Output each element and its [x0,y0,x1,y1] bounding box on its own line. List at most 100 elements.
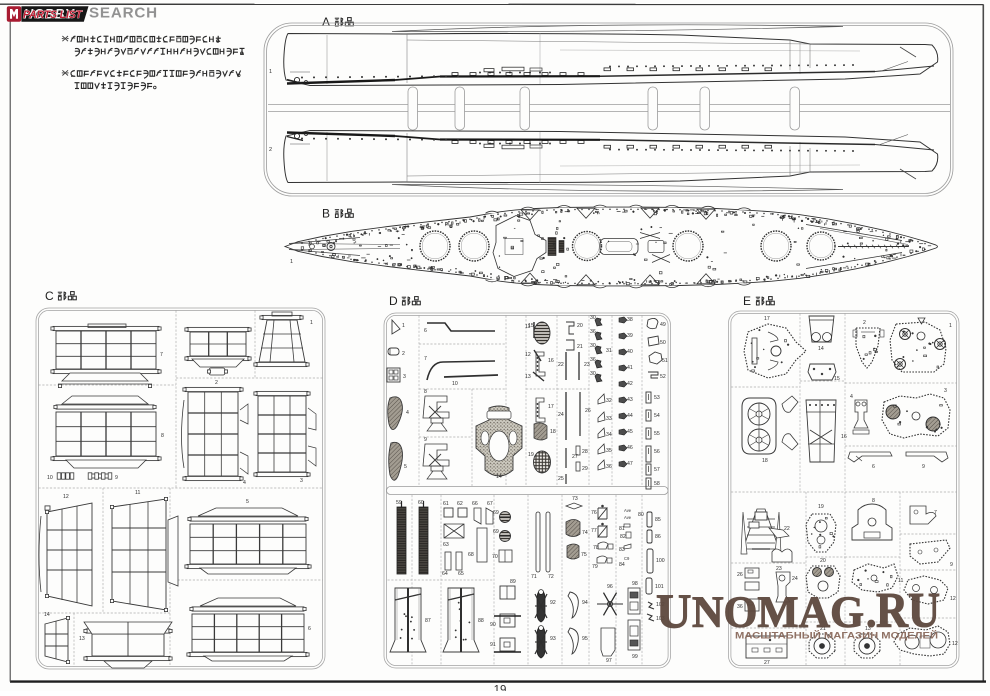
svg-text:1: 1 [290,259,293,265]
svg-text:1: 1 [402,323,405,329]
svg-text:3: 3 [403,374,406,380]
svg-text:87: 87 [425,618,431,624]
svg-text:SEARCH: SEARCH [89,5,158,22]
svg-text:33: 33 [606,416,612,422]
svg-text:Ave: Ave [624,515,632,520]
svg-text:7: 7 [424,356,427,362]
svg-text:30: 30 [590,315,596,321]
svg-text:34: 34 [606,432,612,438]
svg-text:63: 63 [443,542,449,548]
svg-text:32: 32 [606,398,612,404]
svg-text:30: 30 [590,343,596,349]
svg-text:88: 88 [478,618,484,624]
svg-text:4: 4 [406,410,409,416]
svg-text:19: 19 [528,452,534,458]
svg-text:85: 85 [655,517,661,523]
svg-text:3: 3 [300,478,303,484]
svg-text:89: 89 [510,579,516,585]
svg-text:20: 20 [577,323,583,329]
svg-text:43: 43 [627,397,633,403]
svg-text:11: 11 [135,490,140,496]
svg-text:55: 55 [654,431,660,437]
svg-text:2: 2 [269,147,272,153]
svg-text:7: 7 [160,352,163,358]
svg-text:1: 1 [310,320,313,326]
svg-text:14: 14 [818,346,824,352]
svg-text:21: 21 [577,344,583,350]
svg-text:23: 23 [584,362,590,368]
svg-text:38: 38 [627,317,633,323]
svg-text:94: 94 [582,600,588,606]
svg-text:69: 69 [493,510,499,516]
svg-text:8: 8 [161,433,164,439]
svg-text:U: U [656,584,691,639]
svg-text:18: 18 [550,429,556,435]
svg-text:17: 17 [764,316,770,322]
svg-text:30: 30 [590,371,596,377]
svg-text:16: 16 [548,358,554,364]
svg-text:2: 2 [402,351,405,357]
svg-text:12: 12 [525,352,531,358]
svg-text:4: 4 [850,394,853,400]
svg-text:45: 45 [627,429,633,435]
svg-text:81: 81 [619,526,625,532]
svg-text:93: 93 [550,636,556,642]
svg-text:82: 82 [620,534,626,540]
svg-text:61: 61 [443,501,449,507]
svg-text:22: 22 [558,362,564,368]
svg-text:47: 47 [627,461,633,467]
svg-text:91: 91 [490,642,496,648]
svg-text:1: 1 [949,323,952,329]
svg-text:RU: RU [876,582,940,638]
svg-text:36: 36 [590,357,596,363]
svg-text:6: 6 [872,464,875,470]
svg-text:65: 65 [458,571,464,577]
svg-text:12: 12 [950,596,956,602]
svg-text:57: 57 [654,467,660,473]
svg-text:73: 73 [572,496,578,502]
svg-text:99: 99 [632,654,638,660]
svg-text:59: 59 [396,500,402,506]
svg-text:8: 8 [872,498,875,504]
svg-text:24: 24 [792,576,798,582]
svg-text:6: 6 [424,328,427,334]
svg-text:79: 79 [592,564,598,570]
svg-text:18: 18 [762,458,768,464]
svg-text:70: 70 [492,554,498,560]
svg-text:42: 42 [627,381,633,387]
svg-text:9: 9 [922,464,925,470]
svg-text:49: 49 [660,322,666,328]
svg-text:МАСШТАБНЫЙ МАГАЗИН МОДЕЛЕЙ: МАСШТАБНЫЙ МАГАЗИН МОДЕЛЕЙ [735,630,938,642]
svg-text:31: 31 [606,348,612,354]
svg-text:A: A [322,15,330,29]
svg-text:71: 71 [531,574,537,580]
svg-text:19: 19 [818,504,824,510]
svg-text:4: 4 [243,480,246,486]
svg-text:28: 28 [582,449,588,455]
svg-text:90: 90 [490,622,496,628]
svg-text:80: 80 [638,512,644,518]
svg-text:22: 22 [784,526,790,532]
svg-text:3: 3 [944,388,947,394]
svg-text:C: C [45,289,54,303]
svg-text:41: 41 [627,365,633,371]
svg-text:19: 19 [494,685,507,692]
svg-text:84: 84 [619,562,625,568]
svg-text:39: 39 [627,333,633,339]
svg-text:52: 52 [660,374,666,380]
svg-text:26: 26 [585,408,591,414]
svg-text:15: 15 [528,323,534,329]
svg-text:9: 9 [115,475,118,481]
svg-text:92: 92 [550,600,556,606]
svg-text:PARTS LIST: PARTS LIST [23,9,84,21]
svg-text:78: 78 [593,545,599,551]
svg-text:24: 24 [558,412,564,418]
svg-text:2: 2 [215,380,218,386]
svg-text:15: 15 [834,376,840,382]
svg-text:10: 10 [47,475,53,481]
svg-text:95: 95 [582,636,588,642]
svg-text:51: 51 [662,358,668,364]
svg-text:16: 16 [841,434,847,440]
svg-text:13: 13 [525,374,531,380]
svg-text:46: 46 [627,445,633,451]
